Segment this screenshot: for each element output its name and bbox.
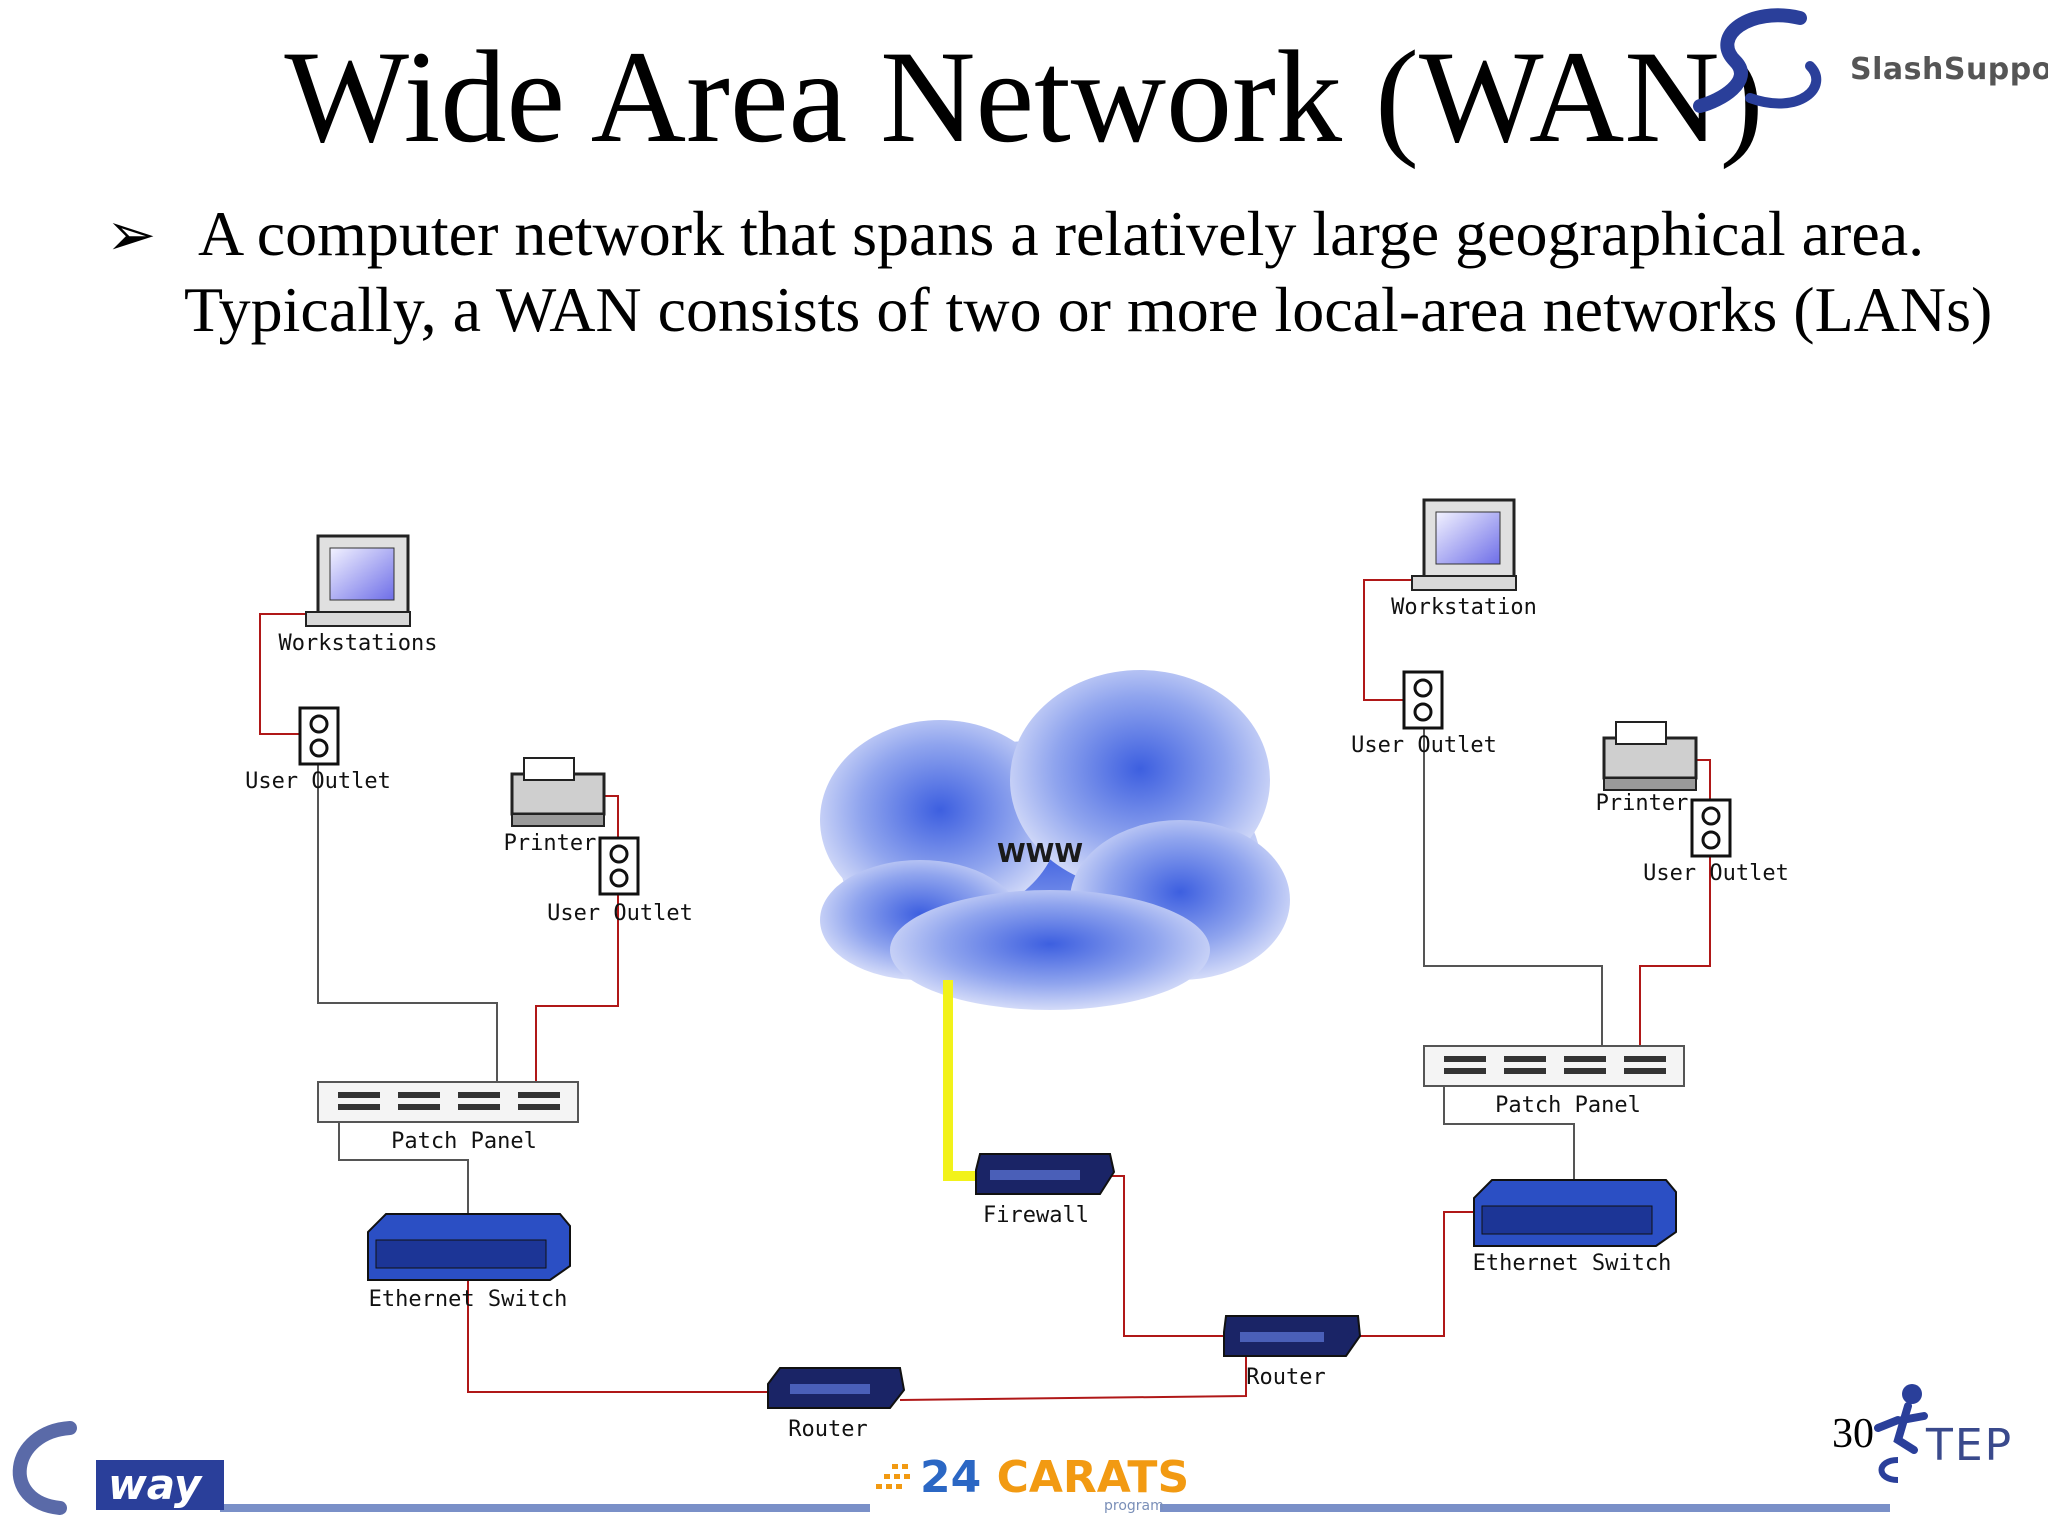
carats-logo-text: 24 CARATS (920, 1452, 1189, 1503)
workstation-icon (1411, 498, 1517, 591)
label-firewall: Firewall (983, 1203, 1089, 1228)
user-outlet-icon (1690, 798, 1732, 858)
cable-router-right-switch (1358, 1211, 1474, 1337)
slashsupport-logo-icon (1693, 8, 1822, 113)
label-right-switch: Ethernet Switch (1473, 1251, 1672, 1276)
cable-right-outlet-patch (1423, 728, 1603, 1046)
user-outlet-icon (298, 706, 340, 766)
label-right-printer: Printer (1596, 791, 1689, 816)
cable-left-outlet-patch (317, 760, 498, 1082)
cable-right-patch-switch (1443, 1086, 1575, 1182)
label-right-outlet-2: User Outlet (1643, 861, 1789, 886)
ethernet-switch-icon (1473, 1179, 1677, 1247)
step-logo-text: TEP (1926, 1420, 2014, 1471)
carats-highlight: CARATS (996, 1452, 1190, 1503)
user-outlet-icon (1402, 670, 1444, 730)
label-left-outlet-2: User Outlet (547, 901, 693, 926)
printer-icon (510, 757, 606, 827)
cable-left-patch-switch (338, 1122, 469, 1215)
footer-rule-right (1160, 1504, 1890, 1512)
carats-grid-icon (876, 1464, 910, 1489)
label-left-outlet-1: User Outlet (245, 769, 391, 794)
workstation-icon (305, 534, 411, 627)
way-logo-text: way (108, 1460, 202, 1509)
printer-icon (1602, 721, 1698, 791)
bullet-text: A computer network that spans a relative… (184, 198, 1993, 345)
way-logo-icon (12, 1421, 224, 1515)
patch-panel-icon (1423, 1045, 1685, 1087)
router-icon (1223, 1315, 1362, 1357)
user-outlet-icon (598, 836, 640, 896)
carats-text: 24 CARATS (920, 1452, 1190, 1503)
page-number: 30 (1832, 1411, 1874, 1457)
router-icon (767, 1367, 906, 1409)
label-right-workstation: Workstation (1391, 595, 1537, 620)
firewall-icon (975, 1153, 1116, 1195)
cable-right-printer-outlet (1696, 759, 1711, 800)
label-left-workstation: Workstations (279, 631, 438, 656)
cable-left-outlet2-patch (535, 888, 619, 1082)
label-left-router: Router (788, 1417, 867, 1442)
bullet-arrow-icon: ➢ (106, 200, 157, 270)
carats-sub-text: program (1104, 1498, 1164, 1514)
cloud-label: WWW (997, 839, 1083, 869)
slashsupport-logo-text: SlashSupport (1850, 52, 2048, 87)
label-left-printer: Printer (504, 831, 597, 856)
step-figure-icon (1874, 1384, 1928, 1483)
cable-left-switch-router (467, 1280, 768, 1393)
slide-title: Wide Area Network (WAN) (284, 23, 1764, 170)
patch-panel-icon (317, 1081, 579, 1123)
internet-cloud-icon (820, 670, 1290, 1010)
footer-rule-left (220, 1504, 870, 1512)
cable-left-ws-outlet (259, 613, 318, 735)
label-right-patch-panel: Patch Panel (1495, 1093, 1641, 1118)
cable-right-ws-outlet (1363, 579, 1424, 701)
cable-router-router (899, 1352, 1247, 1401)
uplink-cloud-firewall (943, 980, 980, 1181)
label-right-router: Router (1246, 1365, 1325, 1390)
label-left-patch-panel: Patch Panel (391, 1129, 537, 1154)
cable-right-outlet2-patch (1639, 852, 1711, 1046)
label-right-outlet-1: User Outlet (1351, 733, 1497, 758)
label-left-switch: Ethernet Switch (369, 1287, 568, 1312)
ethernet-switch-icon (367, 1213, 571, 1281)
cable-firewall-router (1110, 1175, 1224, 1337)
